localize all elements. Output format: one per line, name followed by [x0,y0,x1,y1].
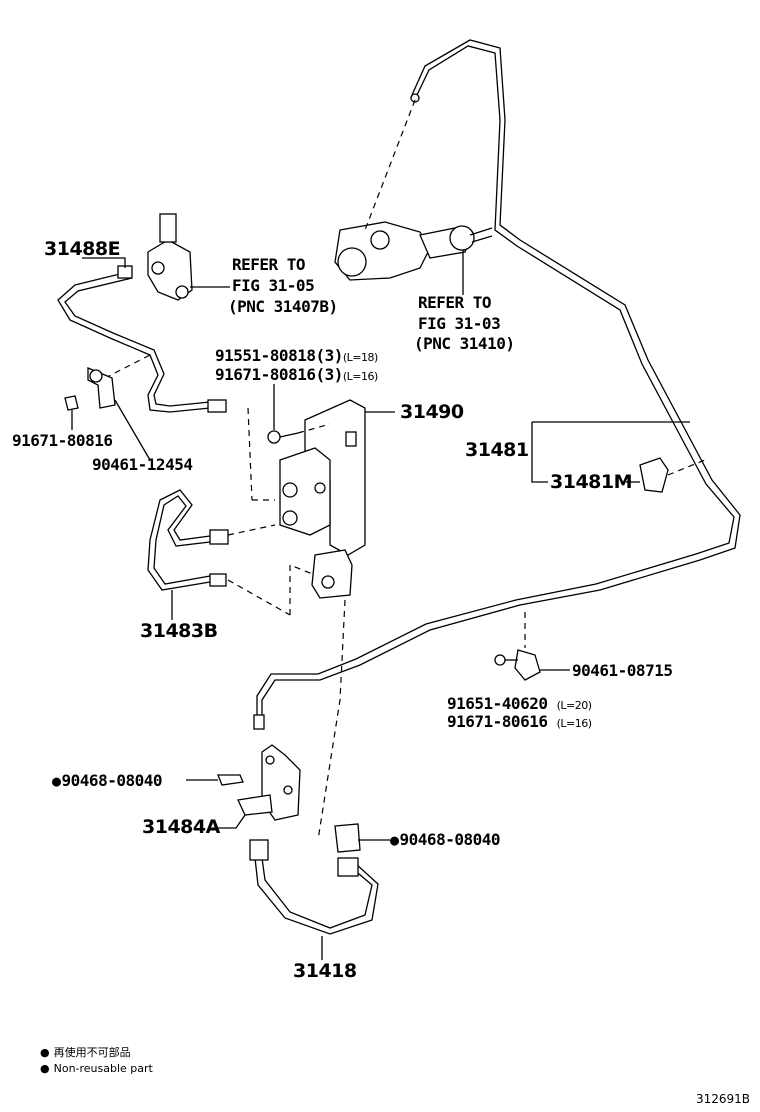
clamp-31481M [639,457,669,493]
label-31490: 31490 [400,401,464,423]
bolt-91671-80816 [64,395,79,411]
label-31481: 31481 [465,439,529,461]
bolt-91551-80818 [267,430,299,444]
label-90461-12454: 90461-12454 [92,455,193,474]
label-91671-80616-num: 91671-80616 [447,712,548,731]
label-31488E: 31488E [44,238,121,260]
label-91671-80816-3-len: (L=16) [342,370,378,383]
clamp-90461-12454 [87,367,116,409]
label-91671-80616-len: (L=16) [556,717,592,730]
label-refer2-line2: FIG 31-03 [418,314,501,333]
label-91671-80816-3: 91671-80816(3)(L=16) [215,367,378,383]
label-31481M: 31481M [550,471,633,493]
legend-text-jp: 再使用不可部品 [53,1046,131,1059]
clip-90468-08040-left [217,774,244,786]
label-refer2-line3: (PNC 31410) [414,334,515,353]
label-91651-40620: 91651-40620 (L=20) [447,696,592,712]
legend-bullet-icon: ● [40,1046,50,1059]
label-91671-80616: 91671-80616 (L=16) [447,714,592,730]
label-31418: 31418 [293,960,357,982]
label-91651-40620-len: (L=20) [556,699,592,712]
label-refer2-line1: REFER TO [418,293,492,312]
bracket-31490 [279,399,366,599]
label-91551-80818: 91551-80818(3)(L=18) [215,348,378,364]
tube-31483B [147,489,229,591]
legend-line-en: ●Non-reusable part [40,1062,153,1075]
tube-31488E [57,265,227,413]
refer-fitting-left [147,213,193,301]
hose-31418 [249,839,379,935]
label-90468-08040-right: 90468-08040 [390,832,501,848]
label-refer-line1: REFER TO [232,255,306,274]
label-90468-08040-left: 90468-08040 [52,773,163,789]
clamp-90461-08715 [494,649,541,681]
label-refer-line3: (PNC 31407B) [228,297,338,316]
legend-text-en: Non-reusable part [53,1062,153,1075]
label-91551-80818-len: (L=18) [342,351,378,364]
legend-bullet-icon: ● [40,1062,50,1075]
label-31484A: 31484A [142,816,220,838]
label-31483B: 31483B [140,620,218,642]
figure-id: 312691B [695,1092,750,1106]
bracket-31484A [237,744,301,821]
label-refer-line2: FIG 31-05 [232,276,315,295]
label-91671-80816-3-num: 91671-80816(3) [215,365,343,384]
label-90461-08715: 90461-08715 [572,661,673,680]
label-91671-80816: 91671-80816 [12,431,113,450]
label-91651-40620-num: 91651-40620 [447,694,548,713]
legend-line-jp: ●再使用不可部品 [40,1044,131,1060]
clutch-tube-31481 [253,39,741,730]
clip-90468-08040-right [334,823,361,853]
master-cylinder-assembly [334,93,493,281]
label-91551-80818-num: 91551-80818(3) [215,346,343,365]
